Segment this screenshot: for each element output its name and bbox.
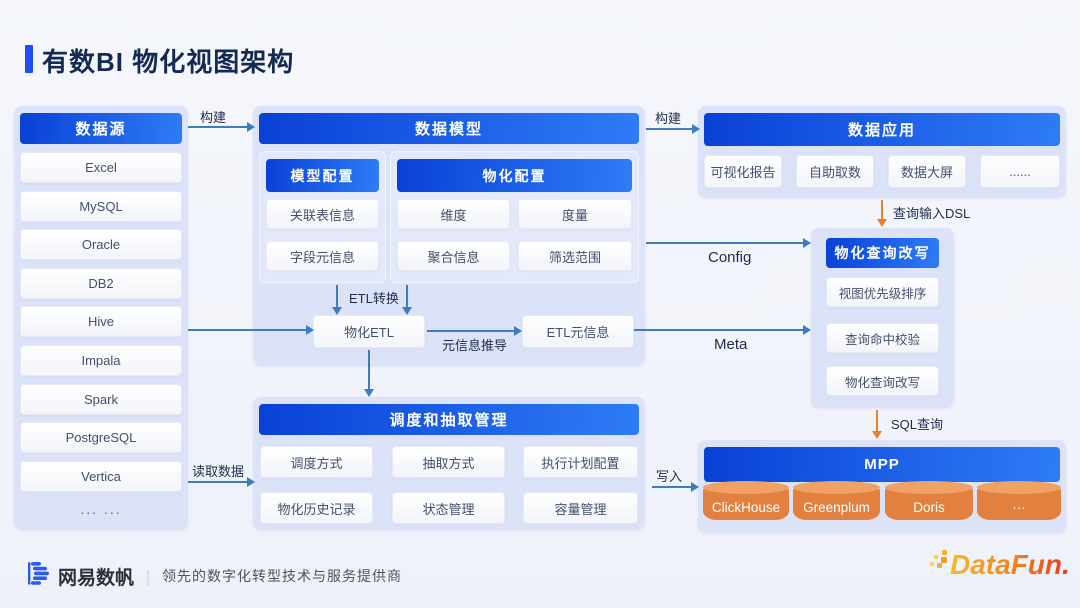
datafun-pixels-icon	[928, 548, 952, 570]
data-model-header: 数据模型	[259, 113, 639, 144]
mpp-db-greenplum-icon: Greenplum	[793, 481, 880, 520]
netease-shufan-logo-icon	[24, 560, 51, 587]
mpp-db-doris-icon: Doris	[885, 481, 973, 520]
sub-panel-material-config: 物化配置 维度 度量 聚合信息 筛选范围	[390, 151, 639, 283]
arrow-config	[646, 238, 811, 248]
arrow-label-read-data: 读取数据	[192, 464, 245, 479]
data-source-item-oracle: Oracle	[20, 229, 182, 260]
arrow-read-data	[188, 477, 255, 487]
query-rewrite-header: 物化查询改写	[826, 238, 939, 268]
arrow-label-write: 写入	[656, 469, 683, 484]
query-rewrite-item-hitcheck: 查询命中校验	[826, 323, 939, 353]
panel-query-rewrite: 物化查询改写 视图优先级排序 查询命中校验 物化查询改写	[811, 228, 954, 408]
panel-schedule: 调度和抽取管理 调度方式 抽取方式 执行计划配置 物化历史记录 状态管理 容量管…	[253, 397, 645, 530]
data-app-item-self-serve: 自助取数	[796, 155, 874, 188]
arrow-label-build1: 构建	[200, 110, 227, 125]
mpp-header: MPP	[704, 447, 1060, 482]
arrow-meta	[634, 325, 811, 335]
datafun-logo: DataFun.	[950, 549, 1070, 580]
arrow-modelconfig-to-etl	[332, 285, 342, 315]
arrow-label-meta: Meta	[714, 336, 748, 353]
schedule-item-history: 物化历史记录	[260, 492, 373, 524]
arrow-write	[652, 482, 699, 492]
title-accent-bar	[25, 45, 33, 73]
data-app-item-bigscreen: 数据大屏	[888, 155, 966, 188]
arrow-build-model-to-app	[646, 124, 700, 134]
footer-tagline: 领先的数字化转型技术与服务提供商	[162, 568, 402, 584]
data-source-item-excel: Excel	[20, 152, 182, 183]
arrow-sql-query	[872, 410, 882, 439]
query-rewrite-item-priority: 视图优先级排序	[826, 277, 939, 307]
data-source-more: ... ...	[80, 501, 122, 517]
arrow-etl-to-schedule	[364, 350, 374, 397]
material-config-item-filter: 筛选范围	[518, 241, 632, 271]
query-rewrite-item-rewrite: 物化查询改写	[826, 366, 939, 396]
arrow-label-meta-derive: 元信息推导	[442, 338, 508, 353]
arrow-materialconfig-to-etl	[402, 285, 412, 315]
data-app-item-report: 可视化报告	[704, 155, 782, 188]
page-title: 有数BI 物化视图架构	[42, 47, 295, 77]
material-config-item-measure: 度量	[518, 199, 632, 229]
panel-data-model: 数据模型 模型配置 关联表信息 字段元信息 物化配置 维度 度量 聚合信息 筛选…	[253, 106, 645, 366]
data-source-item-db2: DB2	[20, 268, 182, 299]
schedule-item-extract: 抽取方式	[392, 446, 505, 478]
model-config-header: 模型配置	[266, 159, 379, 192]
schedule-header: 调度和抽取管理	[259, 404, 639, 435]
arrow-label-config: Config	[708, 249, 752, 266]
data-source-item-mysql: MySQL	[20, 191, 182, 222]
data-app-item-more: ......	[980, 155, 1060, 188]
data-source-item-hive: Hive	[20, 306, 182, 337]
data-source-item-spark: Spark	[20, 384, 182, 415]
schedule-item-capacity: 容量管理	[523, 492, 638, 524]
arrow-label-sql-query: SQL查询	[891, 417, 944, 432]
arrow-label-etl-transform: ETL转换	[349, 291, 399, 306]
arrow-hive-to-etl	[188, 325, 314, 335]
model-config-item-join-info: 关联表信息	[266, 199, 379, 229]
material-config-item-aggregate: 聚合信息	[397, 241, 510, 271]
arrow-label-build2: 构建	[655, 111, 682, 126]
panel-data-app: 数据应用 可视化报告 自助取数 数据大屏 ......	[698, 106, 1066, 198]
sub-panel-model-config: 模型配置 关联表信息 字段元信息	[259, 151, 386, 283]
footer-separator: ｜	[140, 571, 157, 588]
schedule-item-method: 调度方式	[260, 446, 373, 478]
schedule-item-status: 状态管理	[392, 492, 505, 524]
data-app-header: 数据应用	[704, 113, 1060, 146]
arrow-query-dsl	[877, 200, 887, 227]
data-source-item-postgresql: PostgreSQL	[20, 422, 182, 453]
etl-meta-box: ETL元信息	[522, 315, 634, 348]
panel-data-source: 数据源 Excel MySQL Oracle DB2 Hive Impala S…	[14, 106, 188, 530]
data-source-item-impala: Impala	[20, 345, 182, 376]
schedule-item-plan: 执行计划配置	[523, 446, 638, 478]
mpp-db-more-icon: ···	[977, 481, 1061, 520]
arrow-etl-to-meta	[427, 326, 522, 336]
material-config-header: 物化配置	[397, 159, 632, 192]
material-config-item-dimension: 维度	[397, 199, 510, 229]
footer-brand: 网易数帆	[58, 568, 135, 589]
arrow-build-datasource-to-model	[188, 122, 255, 132]
mpp-db-clickhouse-icon: ClickHouse	[703, 481, 789, 520]
arrow-label-query-dsl: 查询输入DSL	[893, 206, 971, 221]
etl-box: 物化ETL	[313, 315, 425, 348]
panel-mpp: MPP ClickHouse Greenplum Doris ···	[698, 440, 1066, 533]
data-source-item-vertica: Vertica	[20, 461, 182, 492]
data-source-header: 数据源	[20, 113, 182, 144]
model-config-item-field-meta: 字段元信息	[266, 241, 379, 271]
